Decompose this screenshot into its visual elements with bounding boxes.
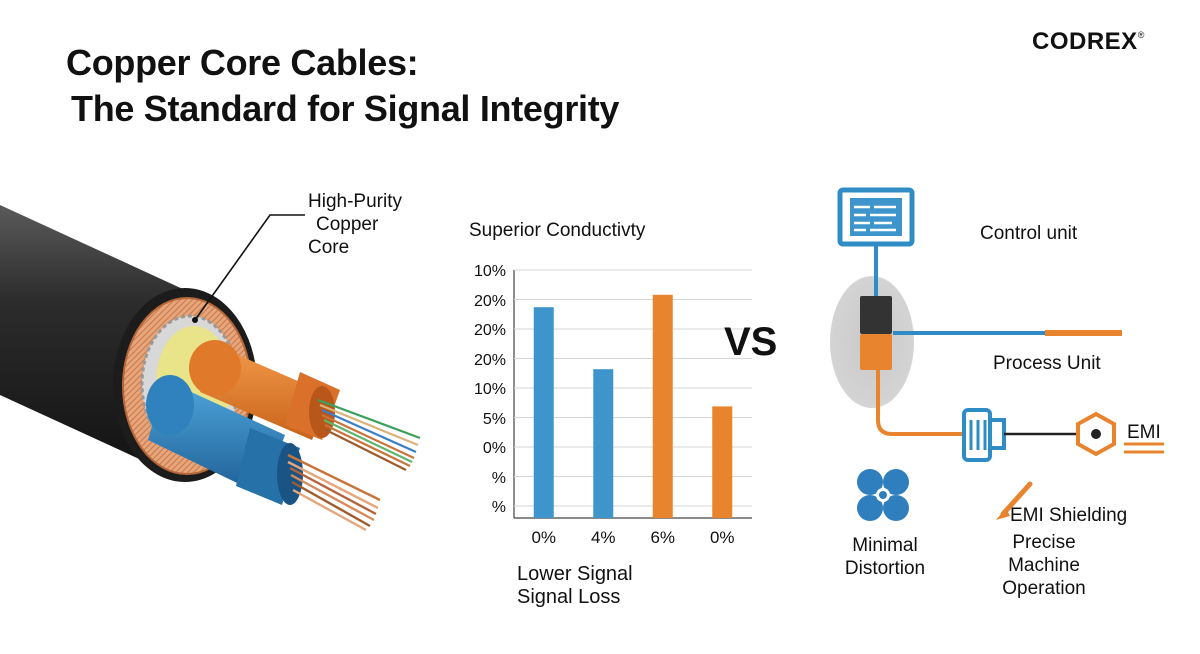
title-line-1: Copper Core Cables: <box>66 42 419 83</box>
bars <box>533 294 733 518</box>
bar-chart <box>513 269 752 519</box>
y-tick-label: 20% <box>473 322 506 339</box>
x-tick-label: 0% <box>709 528 735 547</box>
y-tick-label: 10% <box>473 381 506 398</box>
chart-xlabel-line-1: Lower Signal <box>517 563 633 585</box>
x-tick-label: 0% <box>531 528 557 547</box>
title-line-2: The Standard for Signal Integrity <box>71 88 620 129</box>
cable-illustration <box>0 205 421 532</box>
bar <box>652 294 673 518</box>
signal-diagram <box>830 187 1164 521</box>
brand-name: CODREX <box>1032 28 1138 55</box>
cable-label-line-2: Copper <box>316 214 379 235</box>
y-tick-label: 0% <box>482 440 506 457</box>
cable-label-line-1: High-Purity <box>308 191 402 212</box>
orange-conductor <box>189 340 421 471</box>
x-tick-label: 6% <box>650 528 676 547</box>
control-unit-label: Control unit <box>980 223 1078 244</box>
y-tick-label: 20% <box>473 292 506 310</box>
cable-label: High-Purity Copper Core <box>308 190 402 259</box>
precise-operation-line-1: Precise <box>1012 532 1076 553</box>
precise-operation-line-3: Operation <box>1002 578 1086 599</box>
bar <box>712 406 733 518</box>
monitor-icon <box>837 187 915 252</box>
process-unit-label: Process Unit <box>993 353 1101 374</box>
emi-hexagon-icon <box>1076 411 1116 457</box>
bar <box>593 369 614 518</box>
page-title: Copper Core Cables: The Standard for Sig… <box>66 40 619 132</box>
precise-operation-line-2: Machine <box>1008 555 1080 576</box>
plug-icon <box>962 408 1006 462</box>
y-tick-label: 5% <box>482 410 506 428</box>
y-tick-label: % <box>491 499 506 516</box>
cable-connector <box>860 296 892 370</box>
cable-label-line-3: Core <box>308 237 350 258</box>
distortion-icon <box>857 469 909 521</box>
y-tick-label: % <box>491 469 506 487</box>
minimal-distortion-label: Minimal Distortion <box>840 534 930 580</box>
chart-xlabel: Lower Signal Signal Loss <box>517 563 633 609</box>
wire-connector-emi <box>876 370 964 436</box>
x-tick-label: 4% <box>590 528 616 547</box>
vs-label: VS <box>724 320 778 364</box>
brand-logo: CODREX® <box>1032 28 1145 56</box>
shielding-brush-icon <box>996 481 1033 520</box>
chart-title: Superior Conductivty <box>469 220 646 241</box>
chart-xlabel-line-2: Signal Loss <box>517 586 621 608</box>
emi-lines <box>1124 442 1164 454</box>
bar <box>533 307 554 518</box>
callout-line <box>194 214 305 321</box>
minimal-distortion-line-1: Minimal <box>852 535 918 556</box>
minimal-distortion-line-2: Distortion <box>844 558 926 579</box>
registered-mark: ® <box>1137 30 1145 40</box>
emi-label: EMI <box>1127 422 1161 443</box>
y-tick-label: 10% <box>473 263 506 280</box>
y-tick-label: 20% <box>473 351 506 369</box>
precise-operation-label: Precise Machine Operation <box>997 531 1091 600</box>
emi-shielding-label: EMI Shielding <box>1010 505 1128 526</box>
blue-conductor <box>146 375 381 532</box>
